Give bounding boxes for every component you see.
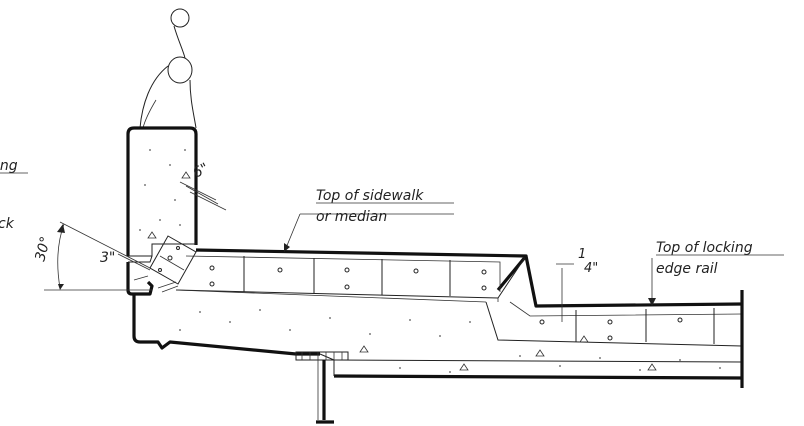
label-quarter-den: 4" <box>584 261 598 276</box>
label-sidewalk-median: or median <box>316 209 387 225</box>
label-cut-left-2: ck <box>0 216 15 232</box>
steel-girder <box>295 351 349 424</box>
concrete-parapet <box>126 126 198 257</box>
label-sidewalk-top: Top of sidewalk <box>316 188 424 204</box>
label-dim-6in: 6" <box>190 160 211 181</box>
label-cut-left-1: ing <box>0 158 18 174</box>
label-angle: 30° <box>32 235 54 263</box>
sidewalk-slab <box>175 248 528 302</box>
dimension-lines <box>44 181 656 322</box>
edge-rail-block <box>509 255 744 388</box>
curb-block <box>126 255 154 296</box>
label-quarter-num: 1 <box>578 247 586 262</box>
deck-slab <box>132 289 743 380</box>
label-edge-rail: edge rail <box>656 261 718 277</box>
label-dim-3in: 3" <box>100 250 115 266</box>
label-rail-top: Top of locking <box>656 240 753 256</box>
barrier-outline-shape <box>139 8 197 129</box>
tilted-anchor-block <box>149 235 197 293</box>
